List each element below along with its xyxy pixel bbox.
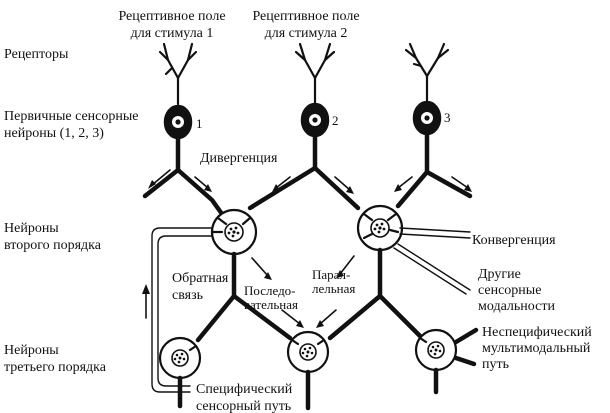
neuron-3-number: 3 [444,110,451,125]
receptor-1-dendrites [158,42,198,106]
second-order-neuron-2 [356,204,404,252]
feedback-label-line2: связь [172,288,203,303]
rf2-line1: Рецептивное поле [252,9,359,24]
primary-axons [142,130,473,217]
other-modalities-line-1 [397,243,471,291]
parallel-label-line1: Парал- [312,267,350,282]
divergence-label: Дивергенция [200,151,278,166]
receptor-3-dendrites [404,42,450,106]
receptor-2-dendrites [294,42,336,106]
primary-neuron-1 [163,104,193,140]
feedback-loop [142,227,213,393]
second-order-neuron-1 [210,208,258,256]
divergence-arrows [148,169,472,194]
other-label-line1: Другие [478,267,521,282]
serial-label-line2: вательная [244,297,298,312]
other-modalities-line-2 [393,247,467,295]
other-label-line3: модальности [478,299,555,314]
nonspecific-label-line2: мультимодальный [482,341,591,356]
third-label-line2: третьего порядка [4,360,107,375]
rf1-line2: для стимула 1 [131,26,214,41]
rf1-line1: Рецептивное поле [118,9,225,24]
second-label-line1: Нейроны [4,221,59,236]
convergence-label: Конвергенция [472,233,556,248]
rf2-line2: для стимула 2 [265,26,348,41]
second-order-axons [195,247,423,343]
third-order-neuron-3 [414,327,479,395]
primary-neuron-3 [412,100,442,136]
serial-label-line1: Последо- [244,283,296,298]
specific-label-line2: сенсорный путь [196,399,291,413]
other-label-line2: сенсорные [478,283,541,298]
primary-label-line2: нейроны (1, 2, 3) [4,126,104,141]
third-order-neuron-2 [286,330,330,411]
nonspecific-label-line1: Неспецифический [482,325,592,340]
nonspecific-label-line3: путь [482,357,509,372]
feedback-label-line1: Обратная [172,271,229,286]
parallel-label-line2: лельная [312,281,355,296]
convergence-pointer-2 [399,227,471,233]
convergence-pointer [399,233,471,239]
receptors-label: Рецепторы [4,47,69,62]
second-label-line2: второго порядка [4,238,102,253]
serial-parallel-arrows [251,255,355,328]
third-order-neuron-1 [158,336,202,409]
third-label-line1: Нейроны [4,343,59,358]
neuron-1-number: 1 [196,116,203,131]
neuron-2-number: 2 [332,113,339,128]
specific-label-line1: Специфический [196,382,293,397]
primary-neuron-2 [300,102,330,138]
primary-label-line1: Первичные сенсорные [4,109,139,124]
